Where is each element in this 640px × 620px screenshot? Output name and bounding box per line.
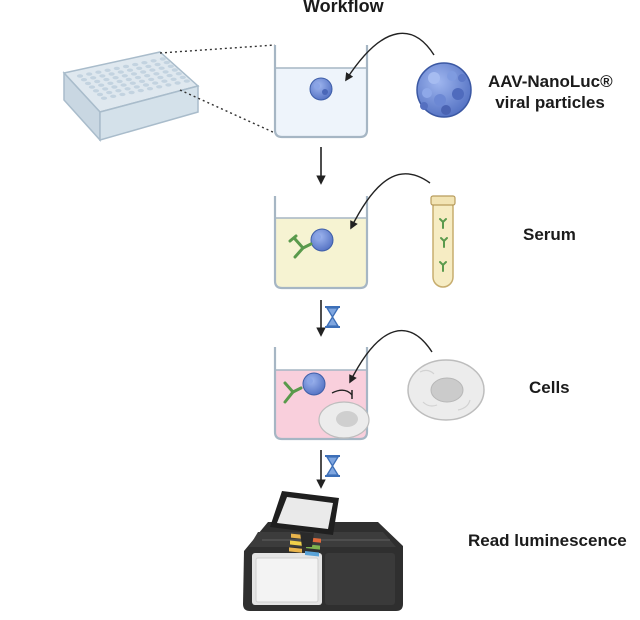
plate-well [122,64,130,69]
hourglass-icon [325,455,340,477]
plate-well [129,81,136,85]
plate-well [146,87,154,91]
plate-well [110,94,117,99]
step-label-line: viral particles [495,93,605,112]
plate-well [92,89,100,93]
plate-well [157,75,164,80]
plate-well [99,74,106,78]
plate-well [94,79,101,84]
antibody-icon [288,234,313,259]
plate-well [111,85,118,89]
plate-well [137,88,144,93]
plate-well [128,90,135,95]
plate-well [165,83,172,87]
plate-well [112,76,119,80]
plate-well [104,68,111,73]
add-serum-arrow [350,173,431,230]
cell-icon [318,401,370,439]
step-label-read-luminescence: Read luminescence [468,531,627,550]
plate-well [183,79,190,83]
step-label-line: AAV-NanoLuc® [488,72,613,91]
plate-well [133,85,140,89]
plate-well [136,66,143,71]
plate-well [76,74,84,78]
plate-well [117,70,124,74]
well-plate-icon [62,51,200,142]
plate-well [138,79,146,84]
plate-well [124,87,131,91]
plate-well [167,64,174,69]
plate-well [158,66,165,70]
plate-well [121,74,128,78]
plate-well [166,73,173,78]
plate-well [106,90,113,95]
plate-well [102,87,109,91]
plate-well [171,68,178,72]
viral-particle-icon [309,77,333,101]
plate-well [174,81,181,85]
plate-well [144,74,151,78]
plate-well [134,75,142,80]
plate-well [116,79,123,84]
diagram-title: Workflow [303,0,384,16]
viral-particle-icon [416,62,472,118]
plate-well [179,75,186,80]
serum-tube-icon [430,195,456,288]
hourglass-icon [325,306,340,328]
viral-particle-icon [310,228,334,252]
viral-particle-icon [302,372,326,396]
plate-well [153,72,160,76]
plate-well [113,66,120,71]
zoom-line-top [159,44,276,54]
plate-well [175,72,182,76]
plate-well [149,68,156,72]
plate-well [156,85,163,89]
plate-well [95,70,102,74]
plate-well [145,64,152,69]
cell-icon [407,359,485,421]
plate-well [115,89,122,93]
plate-well [90,76,97,80]
plate-well [126,68,134,72]
plate-well [125,77,132,82]
add-virus-arrow [345,32,435,82]
step-label-viral-particles: AAV-NanoLuc® viral particles [488,71,613,113]
plate-well [120,83,127,87]
plate-well [98,83,105,87]
plate-well [130,72,138,76]
antibody-icon [283,381,303,404]
step-label-serum: Serum [523,225,576,244]
add-cells-arrow [349,329,433,384]
plate-well [148,77,155,82]
plate-well [132,62,139,67]
plate-well [103,77,110,82]
step-label-cells: Cells [529,378,570,397]
plate-well [108,72,115,76]
luminometer-icon [243,491,403,611]
plate-well [96,92,104,97]
plate-well [88,85,96,89]
plate-well [107,81,114,86]
plate-well [162,70,169,74]
plate-well [140,70,147,74]
plate-well [119,92,126,97]
beaker-viral-particles [273,45,369,139]
plate-well [161,79,168,83]
plate-well [86,72,93,76]
beaker-serum [273,196,369,290]
plate-well [159,57,166,61]
plate-well [154,62,161,67]
plate-well [150,59,157,63]
plate-well [84,81,92,86]
plate-well [100,96,108,100]
plate-well [80,78,88,82]
inhibit-arrow [331,389,353,396]
plate-well [142,83,150,87]
plate-well [163,60,170,65]
zoom-line-bottom [179,89,276,134]
plate-well [141,61,148,65]
plate-well [170,77,177,82]
plate-well [152,81,159,85]
